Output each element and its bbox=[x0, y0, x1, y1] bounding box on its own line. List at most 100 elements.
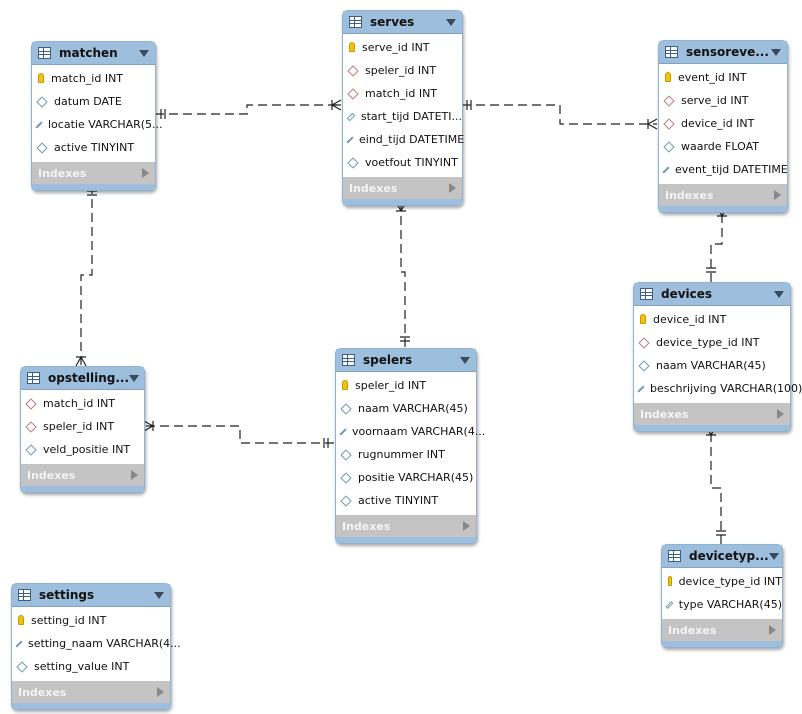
indexes-section[interactable]: Indexes bbox=[662, 619, 782, 641]
table-header[interactable]: settings bbox=[12, 584, 170, 607]
table-header[interactable]: devices bbox=[634, 283, 790, 306]
expand-arrow-icon[interactable] bbox=[131, 470, 138, 480]
collapse-toggle-icon[interactable] bbox=[139, 49, 149, 57]
expand-arrow-icon[interactable] bbox=[774, 190, 781, 200]
column-row[interactable]: device_id INT bbox=[634, 308, 790, 331]
column-row[interactable]: device_type_id INT bbox=[634, 331, 790, 354]
expand-arrow-icon[interactable] bbox=[769, 625, 776, 635]
indexes-section[interactable]: Indexes bbox=[343, 177, 462, 199]
table-footer bbox=[32, 184, 155, 190]
column-row[interactable]: serve_id INT bbox=[343, 36, 462, 59]
column-row[interactable]: beschrijving VARCHAR(100) bbox=[634, 377, 802, 400]
collapse-toggle-icon[interactable] bbox=[446, 18, 456, 26]
column-label: device_type_id INT bbox=[678, 575, 782, 588]
column-row[interactable]: active TINYINT bbox=[32, 136, 155, 159]
column-row[interactable]: device_id INT bbox=[659, 112, 787, 135]
column-row[interactable]: waarde FLOAT bbox=[659, 135, 787, 158]
column-icon bbox=[25, 443, 37, 456]
column-row[interactable]: naam VARCHAR(45) bbox=[336, 397, 476, 420]
indexes-section[interactable]: Indexes bbox=[634, 403, 790, 425]
table-icon bbox=[27, 372, 40, 384]
table-devicetypes[interactable]: devicetyp... device_type_id INT type VARCH… bbox=[661, 544, 783, 648]
collapse-toggle-icon[interactable] bbox=[768, 552, 779, 560]
relation-matchen-opstelling bbox=[80, 185, 93, 366]
column-row[interactable]: speler_id INT bbox=[21, 415, 144, 438]
column-label: rugnummer INT bbox=[358, 448, 445, 461]
relation-matchen-serves bbox=[155, 104, 341, 115]
expand-arrow-icon[interactable] bbox=[157, 687, 164, 697]
table-header[interactable]: matchen bbox=[32, 42, 155, 65]
column-row[interactable]: match_id INT bbox=[32, 67, 155, 90]
table-title: settings bbox=[39, 588, 95, 602]
primary-key-icon bbox=[668, 575, 672, 586]
column-row[interactable]: setting_naam VARCHAR(4... bbox=[12, 632, 181, 655]
expand-arrow-icon[interactable] bbox=[142, 168, 149, 178]
column-label: naam VARCHAR(45) bbox=[656, 359, 766, 372]
column-label: speler_id INT bbox=[365, 64, 437, 77]
collapse-toggle-icon[interactable] bbox=[129, 374, 139, 382]
column-icon bbox=[15, 639, 23, 648]
column-row[interactable]: rugnummer INT bbox=[336, 443, 476, 466]
indexes-label: Indexes bbox=[38, 166, 87, 180]
column-row[interactable]: type VARCHAR(45) bbox=[662, 593, 782, 616]
column-row[interactable]: veld_positie INT bbox=[21, 438, 144, 461]
indexes-section[interactable]: Indexes bbox=[659, 184, 787, 206]
column-row[interactable]: setting_id INT bbox=[12, 609, 170, 632]
column-row[interactable]: eind_tijd DATETIME bbox=[343, 128, 464, 151]
column-label: event_id INT bbox=[678, 71, 747, 84]
collapse-toggle-icon[interactable] bbox=[774, 290, 784, 298]
table-icon bbox=[18, 589, 31, 601]
column-row[interactable]: naam VARCHAR(45) bbox=[634, 354, 790, 377]
column-row[interactable]: voetfout TINYINT bbox=[343, 151, 462, 174]
expand-arrow-icon[interactable] bbox=[777, 409, 784, 419]
column-row[interactable]: event_id INT bbox=[659, 66, 787, 89]
column-row[interactable]: device_type_id INT bbox=[662, 570, 782, 593]
indexes-label: Indexes bbox=[640, 407, 689, 421]
indexes-section[interactable]: Indexes bbox=[32, 162, 155, 184]
column-label: match_id INT bbox=[365, 87, 438, 100]
column-label: type VARCHAR(45) bbox=[678, 598, 782, 611]
column-row[interactable]: match_id INT bbox=[21, 392, 144, 415]
table-header[interactable]: devicetyp... bbox=[662, 545, 782, 568]
column-label: setting_naam VARCHAR(4... bbox=[28, 637, 181, 650]
column-row[interactable]: setting_value INT bbox=[12, 655, 170, 678]
collapse-toggle-icon[interactable] bbox=[460, 356, 470, 364]
column-row[interactable]: active TINYINT bbox=[336, 489, 476, 512]
table-header[interactable]: spelers bbox=[336, 349, 476, 372]
indexes-section[interactable]: Indexes bbox=[12, 681, 170, 703]
expand-arrow-icon[interactable] bbox=[463, 521, 470, 531]
column-row[interactable]: match_id INT bbox=[343, 82, 462, 105]
indexes-section[interactable]: Indexes bbox=[336, 515, 476, 537]
table-header[interactable]: serves bbox=[343, 11, 462, 34]
collapse-toggle-icon[interactable] bbox=[771, 48, 781, 56]
table-footer bbox=[634, 425, 790, 431]
column-row[interactable]: voornaam VARCHAR(4... bbox=[336, 420, 485, 443]
table-settings[interactable]: settings setting_id INT setting_naam VARCH… bbox=[11, 583, 181, 710]
collapse-toggle-icon[interactable] bbox=[154, 591, 164, 599]
table-header[interactable]: opstelling... bbox=[21, 367, 144, 390]
column-icon bbox=[637, 384, 645, 393]
column-row[interactable]: speler_id INT bbox=[336, 374, 476, 397]
column-row[interactable]: locatie VARCHAR(5... bbox=[32, 113, 163, 136]
column-row[interactable]: event_tijd DATETIME bbox=[659, 158, 788, 181]
column-row[interactable]: serve_id INT bbox=[659, 89, 787, 112]
indexes-section[interactable]: Indexes bbox=[21, 464, 144, 486]
column-icon bbox=[340, 402, 352, 415]
column-icon bbox=[340, 471, 352, 484]
column-row[interactable]: speler_id INT bbox=[343, 59, 462, 82]
column-list: device_type_id INT type VARCHAR(45) bbox=[662, 568, 782, 619]
table-header[interactable]: sensoreve... bbox=[659, 41, 787, 64]
column-row[interactable]: start_tijd DATETI... bbox=[343, 105, 462, 128]
expand-arrow-icon[interactable] bbox=[449, 183, 456, 193]
column-row[interactable]: datum DATE bbox=[32, 90, 155, 113]
column-row[interactable]: positie VARCHAR(45) bbox=[336, 466, 476, 489]
